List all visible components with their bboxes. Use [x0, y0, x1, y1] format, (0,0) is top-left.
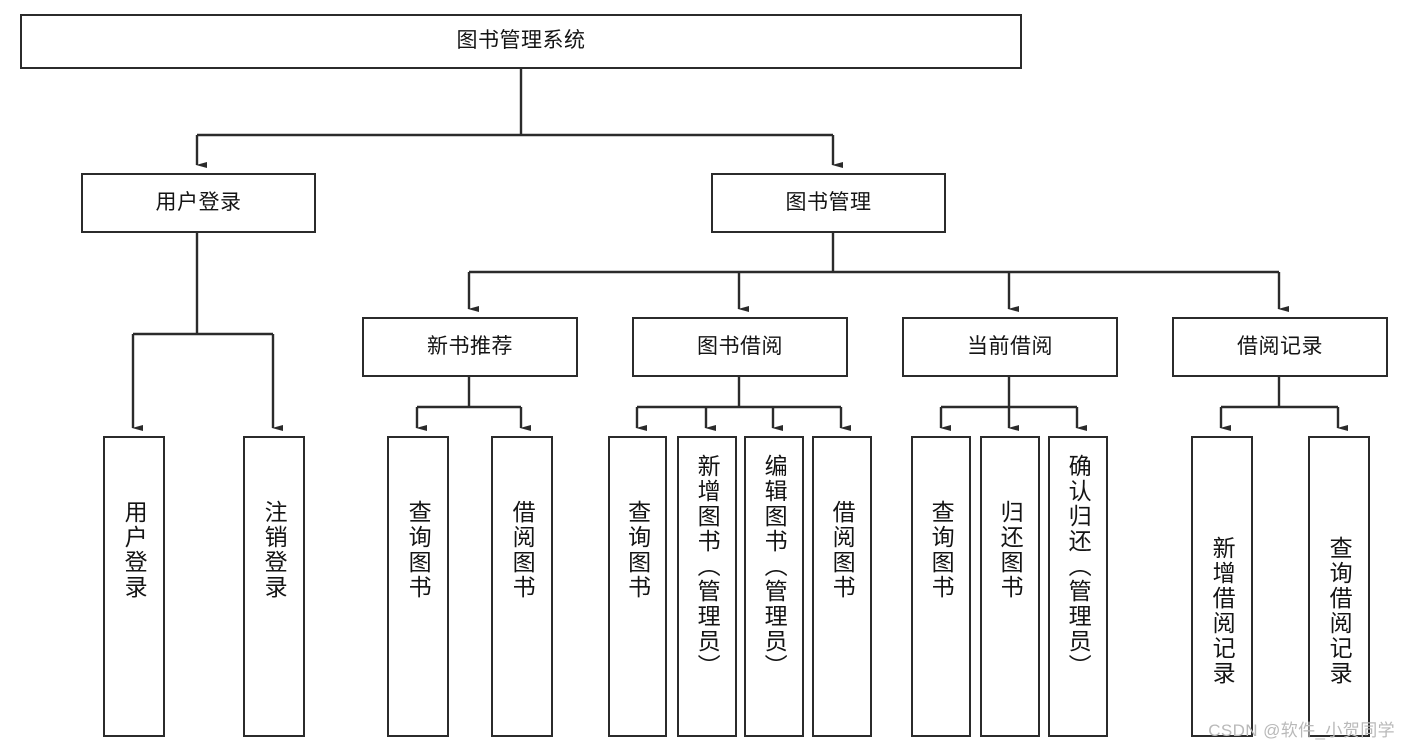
leaf-borrow-book-new-label: 借阅图书 — [509, 500, 536, 600]
leaf-add-book-admin-label: 新增图书（管理员） — [694, 454, 721, 679]
leaf-query-book-new[interactable]: 查询图书 — [387, 436, 449, 737]
node-borrow-record[interactable]: 借阅记录 — [1172, 317, 1388, 377]
node-book-management-label: 图书管理 — [785, 190, 872, 214]
leaf-query-borrow-record[interactable]: 查询借阅记录 — [1308, 436, 1370, 737]
leaf-user-login[interactable]: 用户登录 — [103, 436, 165, 737]
leaf-confirm-return-admin-label: 确认归还（管理员） — [1065, 454, 1092, 679]
node-user-login[interactable]: 用户登录 — [81, 173, 316, 233]
leaf-query-book-borrow[interactable]: 查询图书 — [608, 436, 667, 737]
leaf-confirm-return-admin[interactable]: 确认归还（管理员） — [1048, 436, 1108, 737]
node-book-management[interactable]: 图书管理 — [711, 173, 946, 233]
node-new-book-recommend-label: 新书推荐 — [427, 334, 513, 358]
leaf-query-book-current-label: 查询图书 — [928, 500, 955, 600]
node-current-borrow[interactable]: 当前借阅 — [902, 317, 1118, 377]
leaf-user-login-label: 用户登录 — [121, 500, 148, 600]
leaf-return-book[interactable]: 归还图书 — [980, 436, 1040, 737]
leaf-borrow-book-new[interactable]: 借阅图书 — [491, 436, 553, 737]
leaf-return-book-label: 归还图书 — [997, 500, 1024, 600]
node-root-label: 图书管理系统 — [456, 29, 586, 53]
leaf-add-book-admin[interactable]: 新增图书（管理员） — [677, 436, 737, 737]
node-current-borrow-label: 当前借阅 — [967, 334, 1053, 358]
watermark: CSDN @软件_小贺同学 — [1208, 721, 1395, 740]
leaf-logout-label: 注销登录 — [261, 500, 288, 600]
node-root[interactable]: 图书管理系统 — [20, 14, 1022, 69]
leaf-edit-book-admin-label: 编辑图书（管理员） — [761, 454, 788, 679]
leaf-borrow-book-label: 借阅图书 — [829, 500, 856, 600]
leaf-edit-book-admin[interactable]: 编辑图书（管理员） — [744, 436, 804, 737]
leaf-query-book-current[interactable]: 查询图书 — [911, 436, 971, 737]
leaf-query-book-new-label: 查询图书 — [405, 500, 432, 600]
leaf-add-borrow-record-label: 新增借阅记录 — [1209, 536, 1236, 686]
node-new-book-recommend[interactable]: 新书推荐 — [362, 317, 578, 377]
node-borrow-record-label: 借阅记录 — [1237, 334, 1323, 358]
leaf-logout[interactable]: 注销登录 — [243, 436, 305, 737]
node-book-borrow-label: 图书借阅 — [697, 334, 783, 358]
node-book-borrow[interactable]: 图书借阅 — [632, 317, 848, 377]
leaf-query-borrow-record-label: 查询借阅记录 — [1326, 536, 1353, 686]
leaf-query-book-borrow-label: 查询图书 — [624, 500, 651, 600]
leaf-borrow-book[interactable]: 借阅图书 — [812, 436, 872, 737]
leaf-add-borrow-record[interactable]: 新增借阅记录 — [1191, 436, 1253, 737]
node-user-login-label: 用户登录 — [155, 190, 242, 214]
